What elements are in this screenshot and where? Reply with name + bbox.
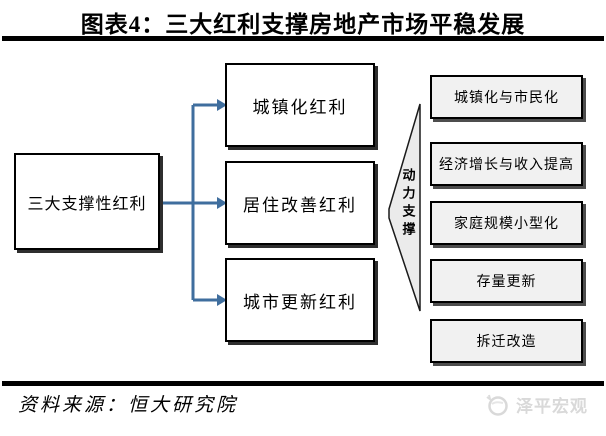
connector-lines [160,103,217,302]
arrowhead-top-icon [217,99,227,111]
watermark: 泽平宏观 [484,392,588,417]
driver-box-label: 存量更新 [476,275,537,290]
figure-title: 图表4：三大红利支撑房地产市场平稳发展 [80,12,526,37]
dividend-box-urban-renewal: 城市更新红利 [225,258,375,342]
top-divider [2,36,604,41]
source-note: 资料来源：恒大研究院 [18,395,239,416]
dividend-box-housing-improvement: 居住改善红利 [225,161,375,245]
dividend-box-urbanization: 城镇化红利 [225,63,375,147]
watermark-text: 泽平宏观 [516,397,588,416]
driver-box-label: 经济增长与收入提高 [439,158,574,173]
arrowhead-middle-icon [217,197,227,209]
driver-box-citizenization: 城镇化与市民化 [430,75,583,119]
dividend-box-label: 城镇化红利 [252,97,348,117]
support-arrow-label: 动力支撑 [400,168,416,240]
driver-box-family-size: 家庭规模小型化 [430,201,583,245]
support-arrow-shape [388,103,421,312]
bottom-divider [2,381,604,386]
driver-box-demolition: 拆迁改造 [430,319,583,363]
driver-box-income-growth: 经济增长与收入提高 [430,142,583,186]
driver-box-label: 城镇化与市民化 [454,91,559,106]
watermark-logo-icon [486,394,508,416]
dividend-box-label: 城市更新红利 [243,292,357,312]
driver-box-label: 家庭规模小型化 [454,217,559,232]
driver-box-stock-renewal: 存量更新 [430,259,583,303]
arrowhead-bottom-icon [217,294,227,306]
dividend-box-label: 居住改善红利 [243,195,357,215]
root-box: 三大支撑性红利 [14,153,160,250]
connector-arrowheads [217,99,227,306]
root-box-label: 三大支撑性红利 [27,195,147,213]
driver-box-label: 拆迁改造 [476,335,537,350]
